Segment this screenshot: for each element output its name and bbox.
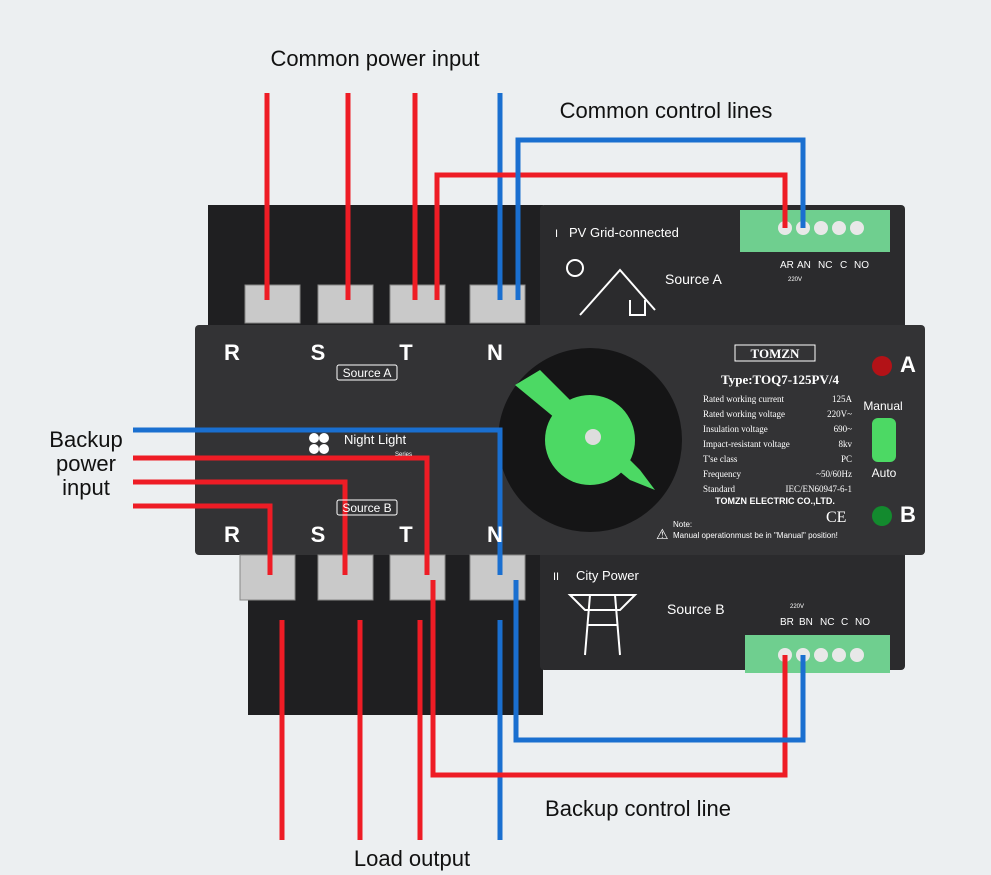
night-light-logo-icon — [309, 433, 329, 454]
phase-bottom-r: R — [224, 522, 240, 547]
terminal-a-nc: NC — [818, 260, 832, 271]
label-backup-2: power — [56, 451, 116, 476]
phase-bottom-t: T — [399, 522, 413, 547]
source-a-tag: I — [555, 228, 558, 240]
backup-control-live-wire — [430, 580, 788, 778]
terminal-b-no: NO — [855, 617, 870, 628]
terminal-a-voltage: 220V — [788, 277, 802, 283]
terminal-b-voltage: 220V — [790, 604, 804, 610]
phase-top-s: S — [311, 340, 326, 365]
backup-control-neutral-wire — [513, 580, 806, 743]
label-common-power-input: Common power input — [270, 46, 479, 71]
indicator-a-lamp — [872, 356, 892, 376]
terminal-screws-a — [778, 221, 864, 235]
phase-bottom-n: N — [487, 522, 503, 547]
spec-value: IEC/EN60947-6-1 — [786, 484, 853, 494]
source-a-badge-box — [336, 364, 398, 381]
terminal-b-bn: BN — [799, 617, 813, 628]
phase-top-n: N — [487, 340, 503, 365]
warning-icon: ⚠ — [656, 526, 669, 542]
label-backup-3: input — [62, 475, 110, 500]
terminal-a-an: AN — [797, 260, 811, 271]
label-backup-1: Backup — [49, 427, 122, 452]
indicator-a-label: A — [900, 352, 916, 377]
phase-bottom-s: S — [311, 522, 326, 547]
common-input-live-wires — [264, 93, 418, 300]
label-backup-control-line: Backup control line — [545, 796, 731, 821]
source-a-badge: Source A — [343, 366, 392, 380]
terminal-b-c: C — [841, 617, 848, 628]
series-sub: Series — [395, 452, 412, 458]
switch-manual-label: Manual — [863, 399, 902, 413]
note-title: Note: — [673, 520, 692, 529]
type-label: Type:TOQ7-125PV/4 — [721, 372, 839, 387]
hub-screw-icon — [585, 429, 601, 445]
indicator-b-lamp — [872, 506, 892, 526]
common-control-live-wire — [434, 172, 788, 300]
spec-key: Frequency — [703, 469, 741, 479]
source-b-badge: Source B — [342, 501, 391, 515]
terminal-b-nc: NC — [820, 617, 834, 628]
backup-input-live-wires — [133, 455, 430, 575]
switch-auto-label: Auto — [872, 466, 897, 480]
source-a-name: Source A — [665, 271, 722, 287]
spec-key: Rated working voltage — [703, 409, 785, 419]
ce-mark: CE — [826, 509, 846, 526]
spec-key: Rated working current — [703, 394, 784, 404]
brand-name: TOMZN — [751, 346, 800, 361]
label-load-output: Load output — [354, 846, 470, 871]
solar-house-icon — [566, 259, 656, 316]
source-b-name: Source B — [667, 601, 725, 617]
source-b-title: City Power — [576, 568, 640, 583]
spec-key: Insulation voltage — [703, 424, 768, 434]
terminal-screws-b — [778, 648, 864, 662]
source-b-badge-box — [336, 499, 398, 516]
backup-input-neutral-wire — [133, 427, 503, 575]
spec-value: 8kv — [839, 439, 853, 449]
terminal-a-c: C — [840, 260, 847, 271]
spec-value: PC — [841, 454, 852, 464]
source-a-title: PV Grid-connected — [569, 225, 679, 240]
terminal-a-no: NO — [854, 260, 869, 271]
power-screws-top — [244, 284, 526, 324]
spec-key: T'se class — [703, 454, 738, 464]
power-tower-icon — [567, 594, 638, 656]
load-live-wires — [279, 620, 423, 840]
phase-top-t: T — [399, 340, 413, 365]
note-text: Manual operationmust be in "Manual" posi… — [673, 531, 838, 540]
spec-value: 125A — [832, 394, 853, 404]
series-brand: Night Light — [344, 432, 407, 447]
company-name: TOMZN ELECTRIC CO.,LTD. — [715, 496, 835, 506]
spec-key: Impact-resistant voltage — [703, 439, 790, 449]
label-common-control-lines: Common control lines — [560, 98, 773, 123]
terminal-b-br: BR — [780, 617, 794, 628]
manual-auto-switch[interactable] — [872, 418, 896, 462]
terminal-a-ar: AR — [780, 260, 794, 271]
source-b-tag: II — [553, 571, 559, 583]
spec-value: 690~ — [834, 424, 853, 434]
spec-value: 220V~ — [827, 409, 852, 419]
wires — [133, 93, 806, 840]
brand-box — [734, 344, 816, 362]
phase-top-r: R — [224, 340, 240, 365]
spec-value: ~50/60Hz — [816, 469, 852, 479]
spec-key: Standard — [703, 484, 735, 494]
common-control-neutral-wire — [515, 137, 806, 300]
indicator-b-label: B — [900, 502, 916, 527]
